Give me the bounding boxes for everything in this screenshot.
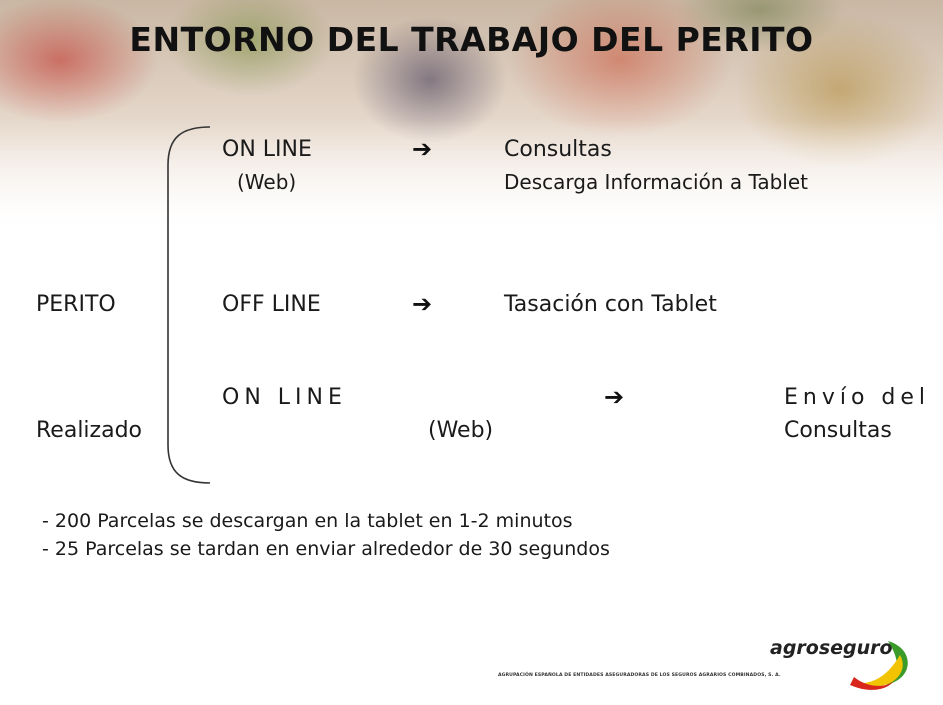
row1-result1: Consultas	[504, 137, 612, 162]
note-item: - 25 Parcelas se tardan en enviar alrede…	[42, 538, 610, 560]
row1-sub: (Web)	[237, 170, 297, 194]
row3-result1: Envío del	[784, 385, 931, 410]
row3-sub: (Web)	[428, 418, 494, 443]
agroseguro-logo-icon	[850, 641, 908, 690]
row1-result2: Descarga Información a Tablet	[504, 170, 809, 194]
row3-mode: ON LINE	[222, 385, 347, 410]
label-perito: PERITO	[36, 292, 116, 317]
row1-mode: ON LINE	[222, 137, 312, 162]
slide-title: ENTORNO DEL TRABAJO DEL PERITO	[129, 20, 814, 59]
row2-mode: OFF LINE	[222, 292, 321, 317]
row3-arrow-icon: ➔	[604, 383, 625, 411]
row2-arrow-icon: ➔	[412, 290, 433, 318]
note-item: - 200 Parcelas se descargan en la tablet…	[42, 510, 573, 532]
row3-result2: Consultas	[784, 418, 892, 443]
left-brace	[167, 126, 211, 484]
row1-arrow-icon: ➔	[412, 135, 433, 163]
row2-result: Tasación con Tablet	[504, 292, 717, 317]
agroseguro-logo-text: agroseguro	[770, 637, 893, 659]
label-realizado: Realizado	[36, 418, 142, 443]
banner-fade	[0, 120, 943, 250]
agroseguro-logo-subtitle: AGRUPACIÓN ESPAÑOLA DE ENTIDADES ASEGURA…	[498, 673, 781, 678]
